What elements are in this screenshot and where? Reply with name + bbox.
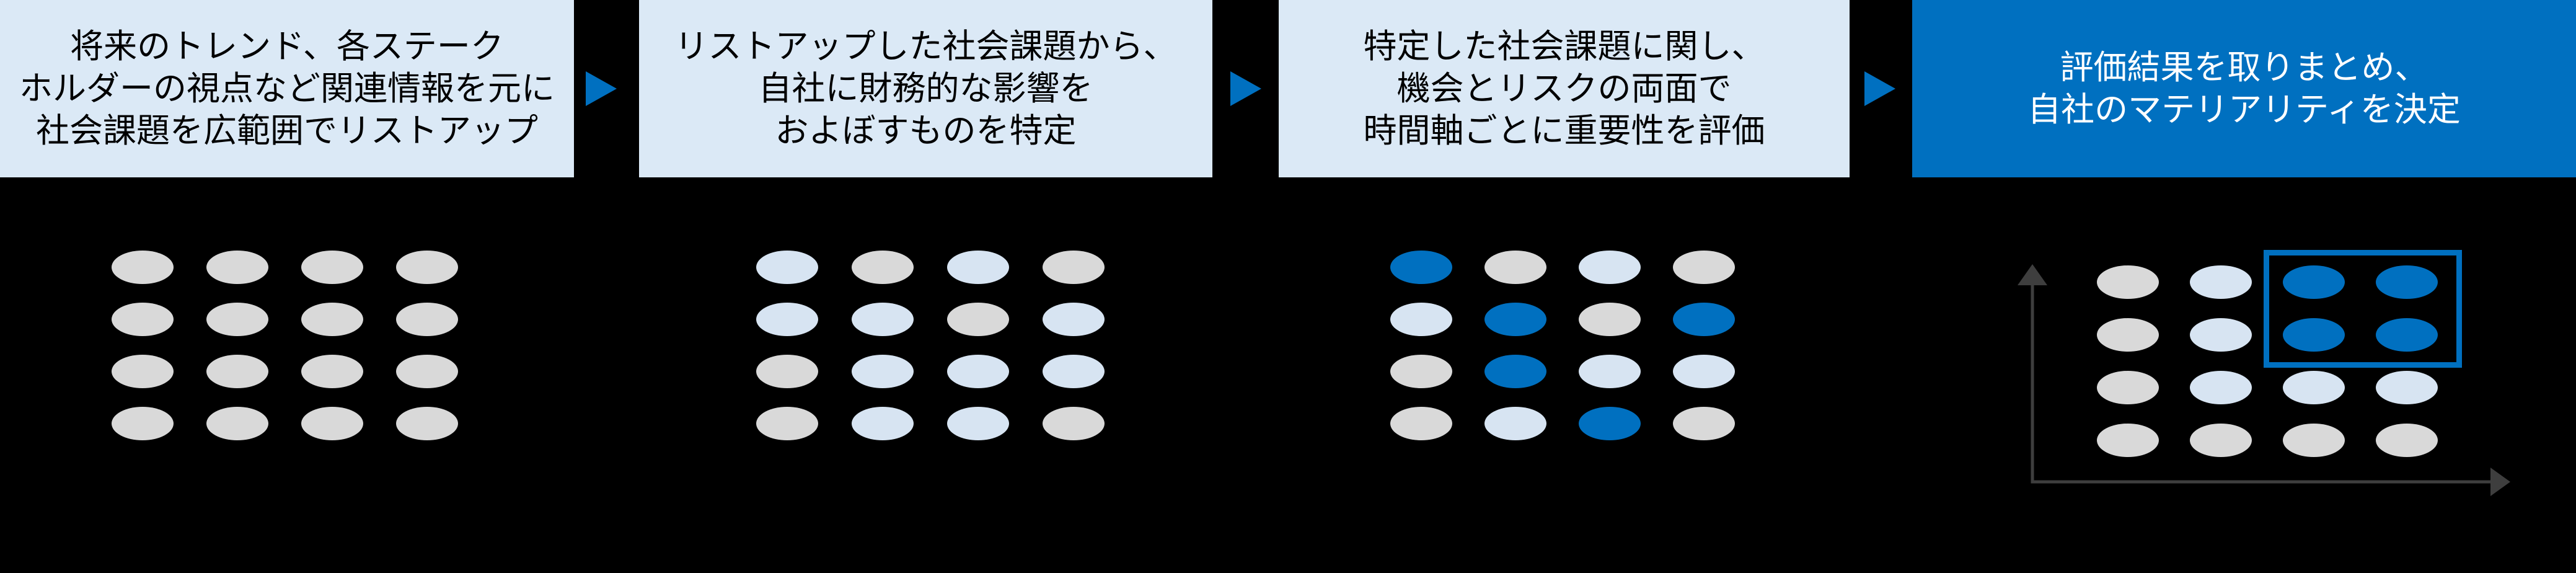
dot-grid3-r4c2 bbox=[1484, 407, 1546, 440]
arrow-right-icon bbox=[1864, 71, 1895, 106]
step-3-line-3: 時間軸ごとに重要性を評価 bbox=[1363, 112, 1765, 149]
dot-grid2-r3c1 bbox=[756, 355, 818, 388]
dot-grid4-r2c1 bbox=[2097, 318, 2159, 352]
dot-grid4-r2c3 bbox=[2283, 318, 2345, 352]
dot-grid3-r3c1 bbox=[1390, 355, 1452, 388]
dot-grid1-r2c1 bbox=[112, 303, 174, 336]
dot-grid2-r1c3 bbox=[947, 251, 1009, 284]
dot-grid1-r3c4 bbox=[396, 355, 458, 388]
dot-grid1-r4c2 bbox=[206, 407, 268, 440]
dot-grid3-r3c2 bbox=[1484, 355, 1546, 388]
dot-grid4-r4c3 bbox=[2283, 424, 2345, 457]
step-3-line-2: 機会とリスクの両面で bbox=[1396, 70, 1732, 107]
dot-grid2-r2c1 bbox=[756, 303, 818, 336]
dot-grid3-r3c3 bbox=[1579, 355, 1641, 388]
y-axis-arrowhead-icon bbox=[2018, 264, 2047, 285]
dot-grid2-r3c4 bbox=[1043, 355, 1105, 388]
dot-grid1-r4c4 bbox=[396, 407, 458, 440]
dot-grid3-r2c3 bbox=[1579, 303, 1641, 336]
dot-grid3-r2c2 bbox=[1484, 303, 1546, 336]
dot-grid1-r1c1 bbox=[112, 251, 174, 284]
dot-grid3-r2c4 bbox=[1673, 303, 1735, 336]
dot-grid1-r1c3 bbox=[301, 251, 363, 284]
step-2-line-1: リストアップした社会課題から、 bbox=[674, 28, 1177, 65]
dot-grid2-r3c3 bbox=[947, 355, 1009, 388]
materiality-highlight-box bbox=[2264, 250, 2462, 368]
dot-grid1-r1c4 bbox=[396, 251, 458, 284]
dot-grid1-r2c2 bbox=[206, 303, 268, 336]
dot-grid3-r1c4 bbox=[1673, 251, 1735, 284]
arrow-right-icon bbox=[1230, 71, 1261, 106]
dot-grid3-r3c4 bbox=[1673, 355, 1735, 388]
step-2-line-3: およぼすものを特定 bbox=[775, 112, 1077, 149]
dot-grid2-r3c2 bbox=[852, 355, 914, 388]
dot-grid4-r1c1 bbox=[2097, 265, 2159, 299]
step-box-3: 特定した社会課題に関し、 機会とリスクの両面で 時間軸ごとに重要性を評価 bbox=[1279, 0, 1850, 177]
dot-grid3-r4c1 bbox=[1390, 407, 1452, 440]
dot-grid1-r4c1 bbox=[112, 407, 174, 440]
dot-grid2-r2c2 bbox=[852, 303, 914, 336]
dot-grid4-r4c2 bbox=[2190, 424, 2252, 457]
step-1-line-1: 将来のトレンド、各ステーク bbox=[70, 28, 504, 65]
dot-grid1-r3c2 bbox=[206, 355, 268, 388]
dot-grid4-r1c2 bbox=[2190, 265, 2252, 299]
dot-grid2-r4c3 bbox=[947, 407, 1009, 440]
dot-grid4-r3c3 bbox=[2283, 371, 2345, 404]
dot-grid4-r3c1 bbox=[2097, 371, 2159, 404]
dot-grid2-r4c1 bbox=[756, 407, 818, 440]
dot-grid3-r1c3 bbox=[1579, 251, 1641, 284]
dot-grid2-r1c4 bbox=[1043, 251, 1105, 284]
dot-grid4-r4c1 bbox=[2097, 424, 2159, 457]
step-3-line-1: 特定した社会課題に関し、 bbox=[1363, 28, 1765, 65]
step-4-line-2: 自社のマテリアリティを決定 bbox=[2027, 91, 2461, 128]
dot-grid2-r1c2 bbox=[852, 251, 914, 284]
dot-grid2-r4c4 bbox=[1043, 407, 1105, 440]
dot-grid3-r1c2 bbox=[1484, 251, 1546, 284]
dot-grid1-r4c3 bbox=[301, 407, 363, 440]
dot-grid4-r3c4 bbox=[2376, 371, 2438, 404]
dot-grid4-r4c4 bbox=[2376, 424, 2438, 457]
dot-grid4-r1c3 bbox=[2283, 265, 2345, 299]
dot-grid1-r2c3 bbox=[301, 303, 363, 336]
dot-grid1-r1c2 bbox=[206, 251, 268, 284]
dot-grid3-r2c1 bbox=[1390, 303, 1452, 336]
dot-grid2-r1c1 bbox=[756, 251, 818, 284]
dot-grid4-r2c2 bbox=[2190, 318, 2252, 352]
dot-grid1-r3c1 bbox=[112, 355, 174, 388]
arrow-right-icon bbox=[586, 71, 617, 106]
step-box-2: リストアップした社会課題から、 自社に財務的な影響を およぼすものを特定 bbox=[639, 0, 1212, 177]
step-box-4: 評価結果を取りまとめ、 自社のマテリアリティを決定 bbox=[1912, 0, 2576, 177]
dot-grid1-r2c4 bbox=[396, 303, 458, 336]
dot-grid4-r3c2 bbox=[2190, 371, 2252, 404]
dot-grid3-r4c4 bbox=[1673, 407, 1735, 440]
dot-grid2-r4c2 bbox=[852, 407, 914, 440]
dot-grid2-r2c4 bbox=[1043, 303, 1105, 336]
dot-grid3-r1c1 bbox=[1390, 251, 1452, 284]
step-1-line-3: 社会課題を広範囲でリストアップ bbox=[36, 112, 538, 149]
step-box-1: 将来のトレンド、各ステーク ホルダーの視点など関連情報を元に 社会課題を広範囲で… bbox=[0, 0, 574, 177]
dot-grid4-r2c4 bbox=[2376, 318, 2438, 352]
dot-grid4-r1c4 bbox=[2376, 265, 2438, 299]
step-2-line-2: 自社に財務的な影響を bbox=[758, 70, 1093, 107]
dot-grid1-r3c3 bbox=[301, 355, 363, 388]
dot-grid2-r2c3 bbox=[947, 303, 1009, 336]
step-4-line-1: 評価結果を取りまとめ、 bbox=[2060, 49, 2428, 86]
x-axis-arrowhead-icon bbox=[2490, 468, 2510, 496]
step-1-line-2: ホルダーの視点など関連情報を元に bbox=[19, 70, 555, 107]
matrix-axes-icon bbox=[2018, 264, 2510, 496]
dot-grid3-r4c3 bbox=[1579, 407, 1641, 440]
